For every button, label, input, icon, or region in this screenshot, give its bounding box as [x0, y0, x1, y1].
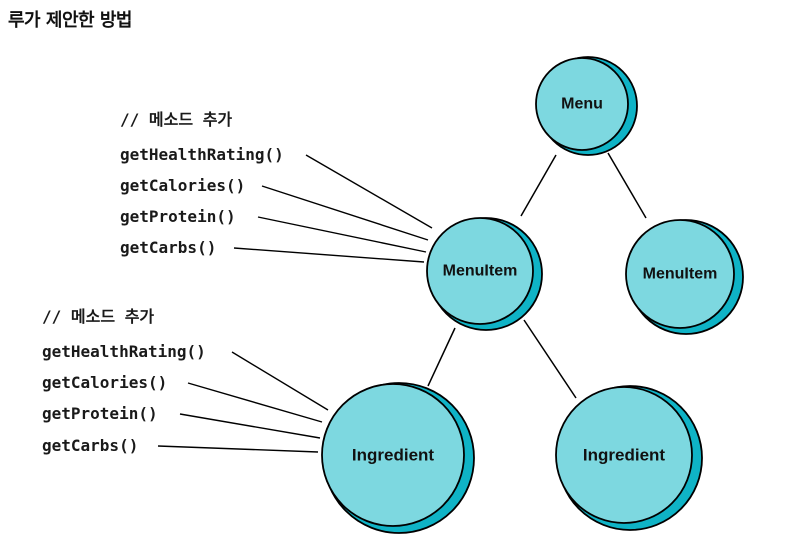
ingredient-methods: // 메소드 추가 getHealthRating() getCalories(…	[42, 307, 206, 455]
leader-line	[187, 382, 323, 423]
node-face	[555, 386, 693, 524]
node-label: MenuItem	[443, 263, 518, 280]
ingredient-method-leaders	[157, 351, 329, 453]
leader-line	[261, 185, 429, 241]
page-title: 루가 제안한 방법	[8, 10, 132, 31]
node-ingredient-right: Ingredient	[555, 385, 703, 531]
node-label: Ingredient	[583, 446, 666, 465]
leader-line	[257, 216, 427, 253]
leader-line	[233, 247, 425, 263]
node-menuitem-left: MenuItem	[426, 217, 543, 331]
node-ingredient-left: Ingredient	[321, 382, 475, 534]
method-name: getHealthRating()	[42, 342, 206, 361]
method-name: getHealthRating()	[120, 145, 284, 164]
node-face	[535, 57, 629, 151]
edge-menuitem-ingredient-right	[523, 319, 577, 399]
method-name: getCalories()	[42, 373, 167, 392]
node-face	[321, 383, 465, 527]
method-comment: // 메소드 추가	[120, 110, 232, 129]
leader-line	[157, 445, 319, 453]
tree-edges	[427, 152, 647, 399]
edge-menuitem-ingredient-left	[427, 327, 456, 387]
leader-line	[179, 413, 321, 439]
edge-menu-menuitem-left	[520, 154, 557, 217]
method-comment: // 메소드 추가	[42, 307, 154, 326]
node-label: MenuItem	[643, 266, 718, 283]
leader-line	[231, 351, 329, 411]
method-name: getProtein()	[42, 404, 158, 423]
node-face	[426, 217, 534, 325]
node-menuitem-right: MenuItem	[625, 219, 744, 335]
node-label: Menu	[561, 96, 603, 113]
method-name: getProtein()	[120, 207, 236, 226]
method-name: getCarbs()	[42, 436, 138, 455]
leader-line	[305, 154, 433, 229]
node-label: Ingredient	[352, 446, 435, 465]
node-menu: Menu	[535, 56, 638, 156]
edge-menu-menuitem-right	[607, 152, 647, 219]
menuitem-methods: // 메소드 추가 getHealthRating() getCalories(…	[120, 110, 284, 257]
method-name: getCarbs()	[120, 238, 216, 257]
method-name: getCalories()	[120, 176, 245, 195]
menuitem-method-leaders	[233, 154, 433, 263]
node-face	[625, 219, 735, 329]
